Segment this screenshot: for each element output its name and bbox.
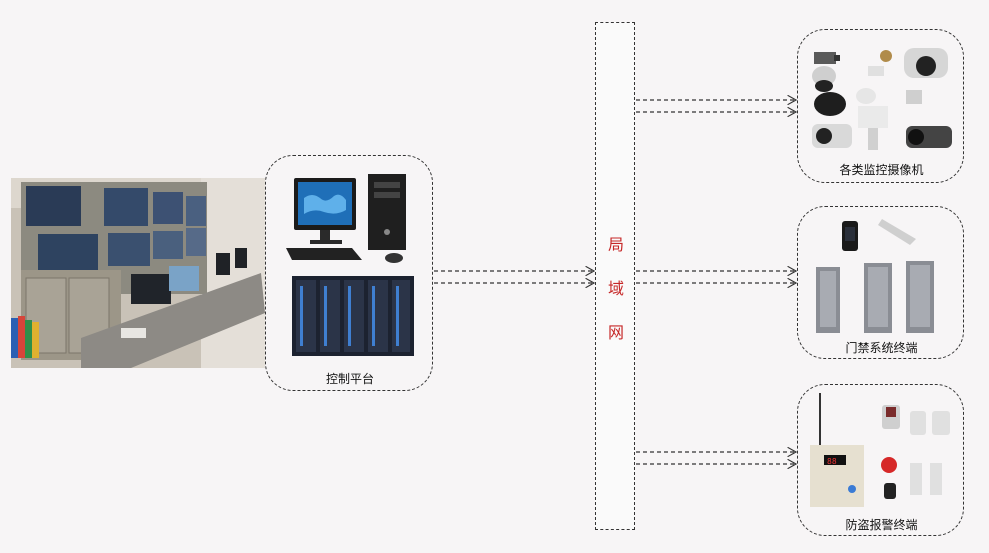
- camera-terminal-label: 各类监控摄像机: [839, 163, 924, 177]
- surveillance-cameras-image: [808, 46, 956, 154]
- lan-label-char-1: 局: [607, 235, 624, 254]
- access-control-terminal-label: 门禁系统终端: [845, 341, 918, 355]
- access-control-devices-image: [812, 215, 952, 335]
- control-platform-box: 控制平台: [265, 155, 433, 391]
- desktop-computer-image: [282, 168, 422, 268]
- control-platform-label: 控制平台: [325, 372, 374, 386]
- alarm-devices-image: 88: [808, 393, 956, 509]
- lan-label-char-3: 网: [607, 323, 624, 342]
- alarm-terminal-label: 防盗报警终端: [845, 518, 918, 532]
- camera-terminal-box: 各类监控摄像机: [797, 29, 964, 183]
- lan-label-char-2: 域: [607, 279, 624, 298]
- svg-text:88: 88: [827, 457, 837, 466]
- monitoring-room-photo: [11, 178, 265, 368]
- access-control-terminal-box: 门禁系统终端: [797, 206, 964, 359]
- server-rack-image: [292, 272, 414, 358]
- lan-bar: 局 域 网: [595, 22, 635, 530]
- alarm-terminal-box: 88 防盗报警终端: [797, 384, 964, 536]
